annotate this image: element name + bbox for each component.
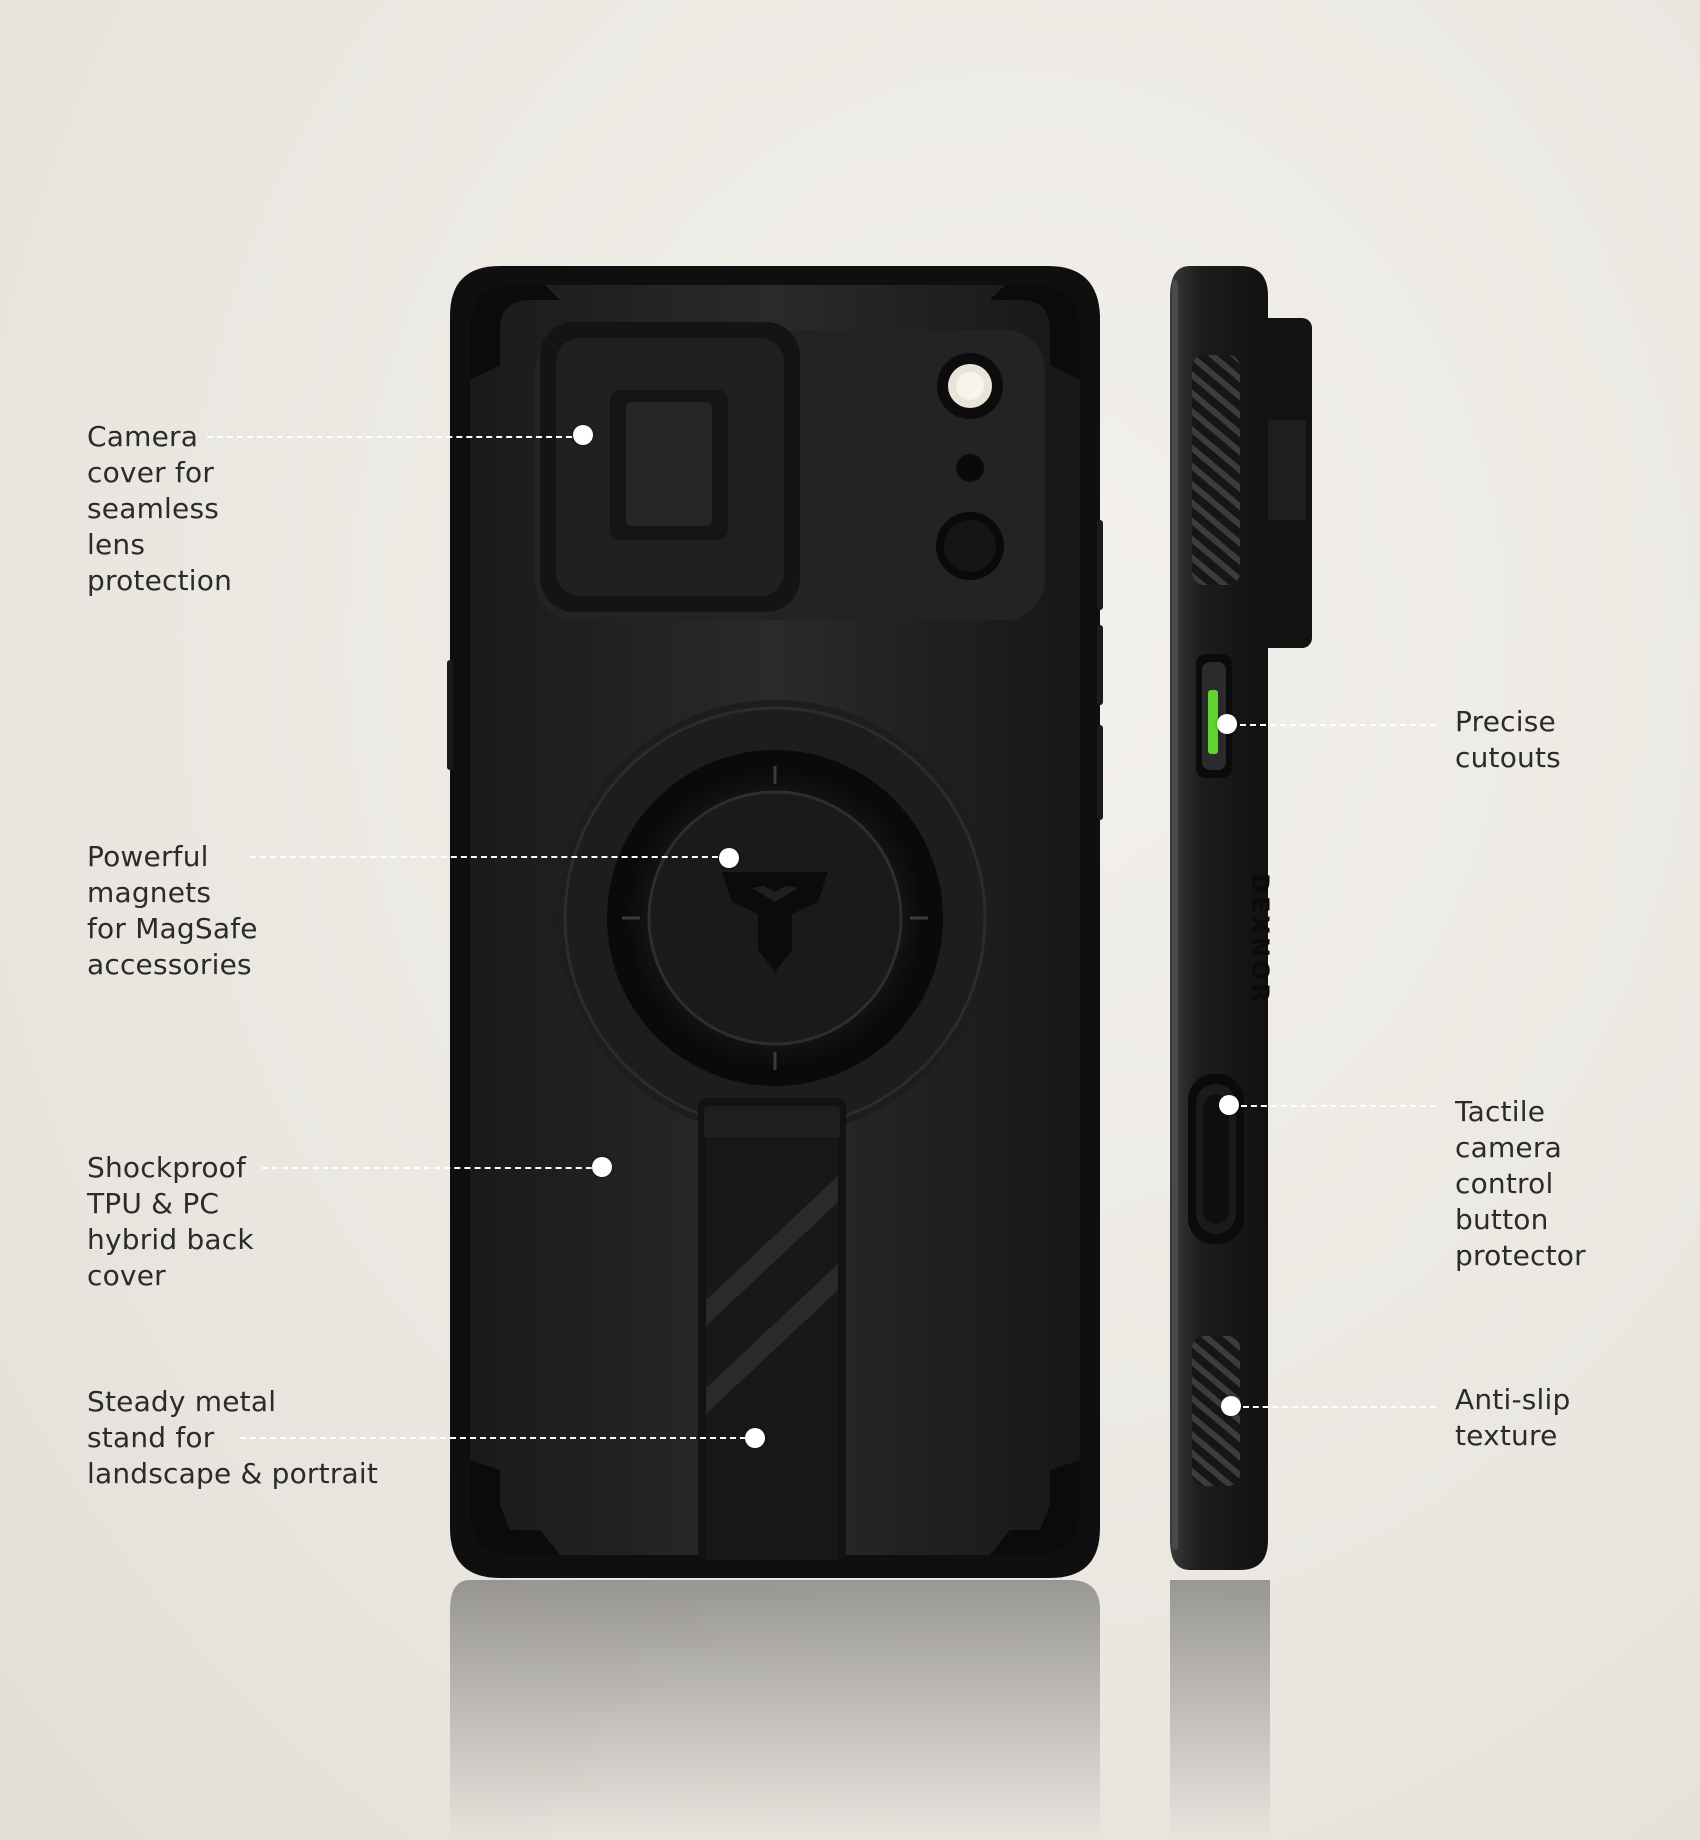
leader-shockproof <box>262 1167 602 1169</box>
marker-anti-slip <box>1221 1396 1241 1416</box>
callout-stand-text: Steady metal stand for landscape & portr… <box>87 1385 379 1490</box>
marker-camera-cover <box>573 425 593 445</box>
callout-camera-control-text: Tactile camera control button protector <box>1455 1095 1586 1272</box>
callout-camera-cover-text: Camera cover for seamless lens protectio… <box>87 420 233 597</box>
marker-magnets <box>719 848 739 868</box>
callout-shockproof-text: Shockproof TPU & PC hybrid back cover <box>87 1151 254 1292</box>
leader-camera-cover <box>207 436 582 438</box>
marker-camera-control <box>1219 1095 1239 1115</box>
anti-slip-grip-bottom <box>1192 1336 1240 1486</box>
magsafe-ring <box>557 700 993 1136</box>
leader-cutouts <box>1240 724 1436 726</box>
camera-control-protector <box>1188 1074 1244 1244</box>
case-back-view <box>447 266 1103 1840</box>
camera-cover <box>540 322 800 612</box>
case-side-view <box>1170 266 1312 1840</box>
precise-cutout <box>1196 654 1232 778</box>
callout-cutouts-text: Precise cutouts <box>1455 705 1561 774</box>
marker-shockproof <box>592 1157 612 1177</box>
brand-logo-icon <box>722 872 828 972</box>
leader-stand <box>240 1437 756 1439</box>
leader-magnets <box>250 856 728 858</box>
leader-camera-control <box>1241 1105 1436 1107</box>
callout-magnets-text: Powerful magnets for MagSafe accessories <box>87 840 258 981</box>
leader-anti-slip <box>1243 1406 1436 1408</box>
metal-stand <box>698 1098 846 1560</box>
callout-anti-slip-text: Anti-slip texture <box>1455 1383 1571 1452</box>
marker-stand <box>745 1428 765 1448</box>
marker-cutouts <box>1217 714 1237 734</box>
anti-slip-grip-top <box>1192 355 1240 585</box>
brand-wordmark: DEXNOR <box>1246 873 1274 1005</box>
